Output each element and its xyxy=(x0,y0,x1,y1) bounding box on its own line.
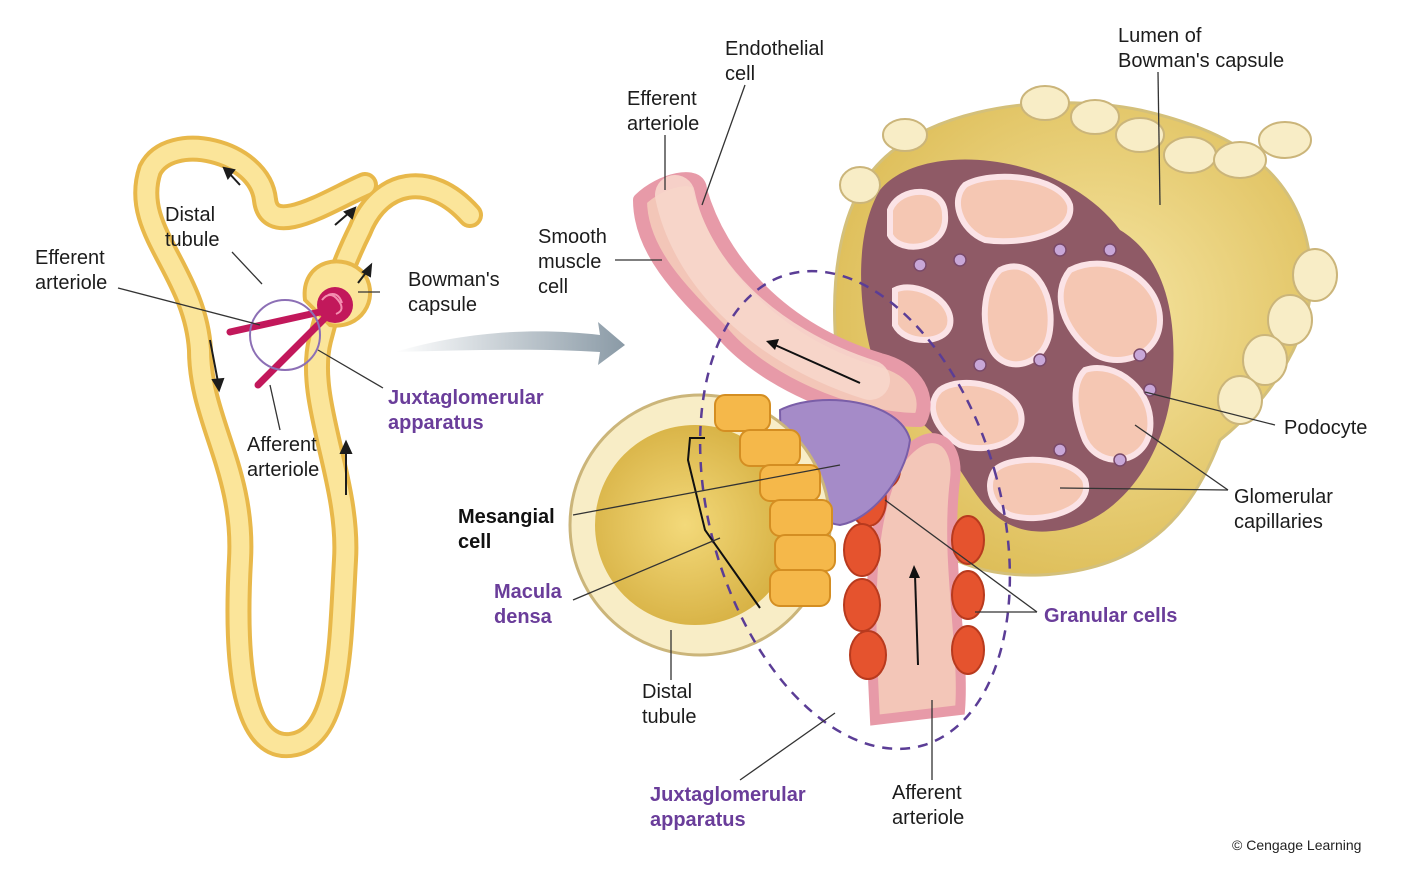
label-granular-cells: Granular cells xyxy=(1044,605,1178,627)
podocytes xyxy=(913,243,1157,467)
zoom-arrow xyxy=(395,322,625,365)
capillary-loops xyxy=(887,173,1164,522)
nephron-overview xyxy=(117,135,483,759)
copyright-notice: © Cengage Learning xyxy=(1232,837,1362,853)
efferent-flow-arrow xyxy=(766,339,779,350)
macula-densa xyxy=(714,394,836,607)
afferent-flow-arrow xyxy=(909,565,920,578)
capsule-parietal-cells xyxy=(839,85,1338,425)
jga-circle-small xyxy=(249,299,321,371)
jga-outline xyxy=(698,269,1012,751)
flow-arrows xyxy=(209,166,373,495)
detail-view xyxy=(568,71,1338,781)
macula-densa-bracket xyxy=(686,437,761,609)
efferent-arteriole-small xyxy=(226,308,324,336)
afferent-arteriole-small xyxy=(254,314,329,389)
label-podocyte: Podocyte xyxy=(1284,417,1368,439)
leader-lines xyxy=(572,71,1276,781)
